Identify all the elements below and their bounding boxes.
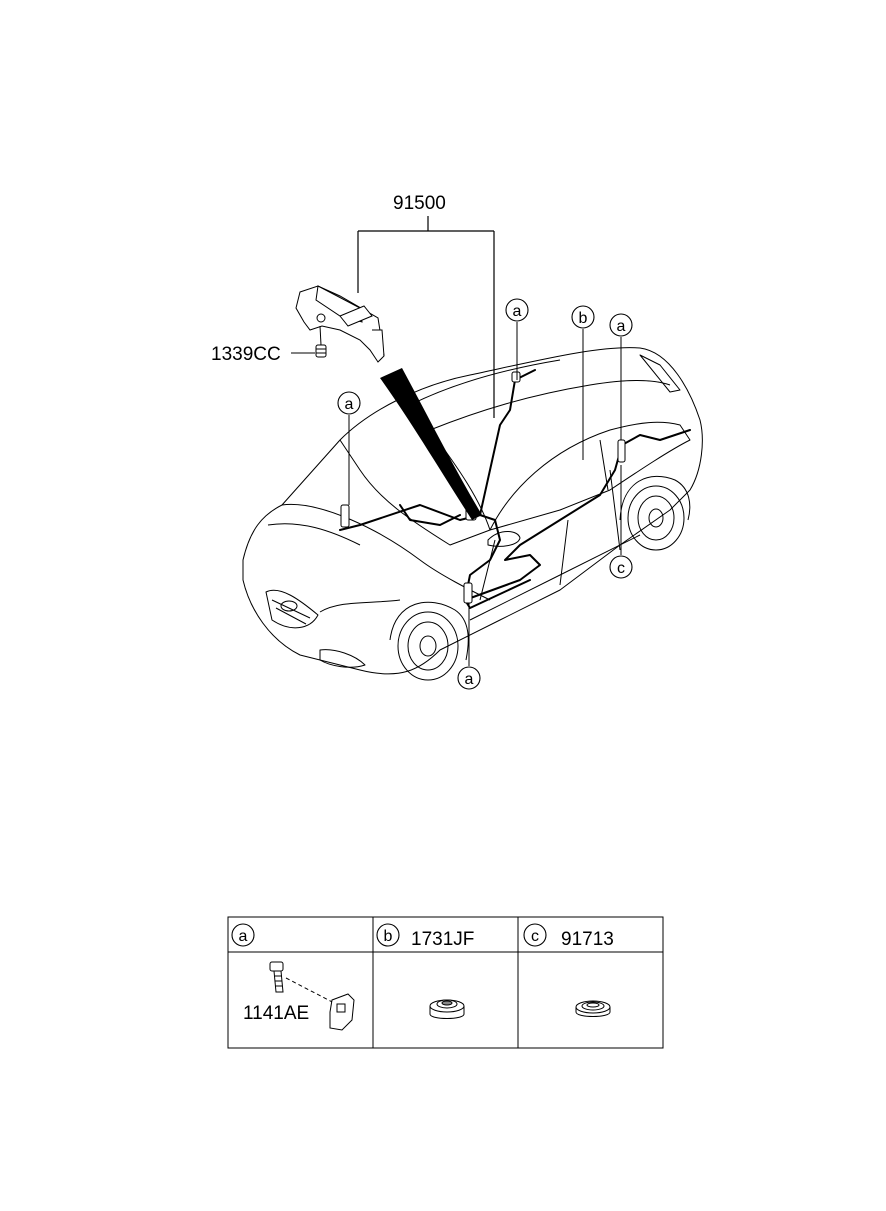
callout-c-bottom: c [609, 465, 633, 579]
svg-text:a: a [617, 318, 626, 335]
grommet-91713-icon [575, 1000, 611, 1017]
part-1141ae-label: 1141AE [243, 1003, 309, 1024]
svg-text:a: a [345, 396, 354, 413]
svg-text:b: b [579, 310, 588, 327]
callouts: a b a a c a [337, 298, 633, 690]
callout-a-right: a [609, 313, 633, 440]
harness-connectors [340, 371, 626, 604]
callout-b-top: b [571, 305, 595, 460]
callout-a-left: a [337, 391, 361, 505]
grommet-1731jf-icon [429, 999, 465, 1019]
svg-text:b: b [384, 928, 393, 945]
callout-a-bottom: a [457, 603, 481, 690]
module-bracket-part [295, 285, 385, 363]
svg-text:c: c [531, 928, 539, 945]
table-cell-a: a 1141AE [231, 923, 355, 1031]
part-91713-label: 91713 [561, 929, 614, 950]
part-1731jf-label: 1731JF [411, 929, 474, 950]
main-part-label: 91500 [393, 193, 446, 214]
svg-text:a: a [465, 671, 474, 688]
table-cell-b: b 1731JF [376, 923, 474, 1019]
bolt-1339cc-icon [315, 325, 327, 358]
parts-table: a 1141AE b 1731JF [227, 916, 664, 1049]
callout-a-top: a [505, 298, 529, 380]
main-part-bracket [357, 216, 495, 418]
svg-text:a: a [239, 928, 248, 945]
svg-text:c: c [617, 560, 625, 577]
svg-text:a: a [513, 303, 522, 320]
bolt-part-label: 1339CC [211, 344, 281, 365]
bolt-1141ae-icon [269, 961, 355, 1031]
wiring-harness [339, 369, 691, 609]
table-cell-c: c 91713 [523, 923, 614, 1017]
assembly-arrow [380, 368, 482, 520]
